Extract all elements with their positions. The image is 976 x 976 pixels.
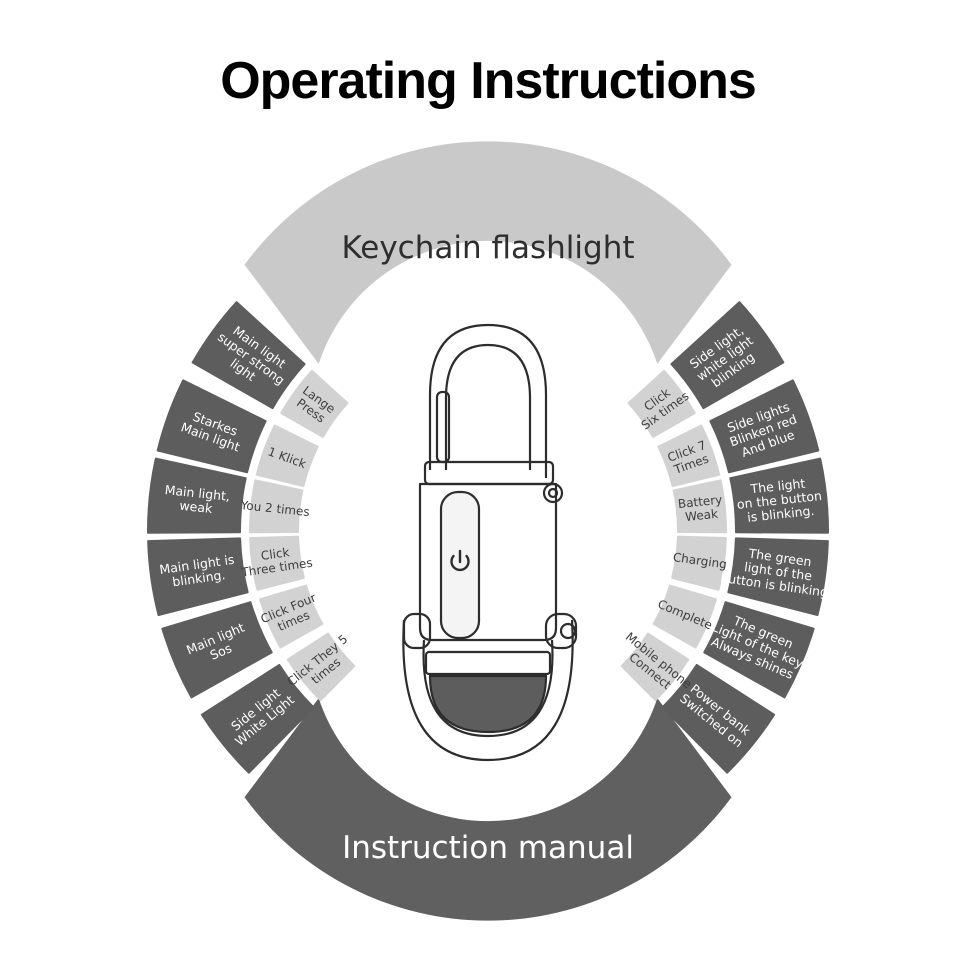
right-action-segment	[620, 632, 690, 702]
left-action-label-line: Click	[260, 545, 290, 563]
left-action-segment	[249, 479, 304, 534]
page-title: Operating Instructions	[220, 52, 756, 110]
left-result-label-line: Main light,	[164, 482, 231, 504]
right-result-segment	[709, 379, 820, 474]
keychain-illustration	[402, 323, 578, 762]
left-result-segment	[147, 537, 249, 616]
left-action-segment	[286, 632, 356, 702]
right-result-label-line: is blinking.	[747, 503, 816, 525]
left-action-segment	[259, 584, 324, 649]
left-action-segment	[255, 424, 319, 488]
right-action-segment	[627, 369, 696, 438]
right-result-label: The lighton the buttonis blinking.	[735, 474, 824, 526]
top-arc-band	[244, 141, 732, 364]
right-result-segment	[727, 537, 829, 616]
bottom-arc-band	[244, 698, 732, 921]
bottom-arc-label: Instruction manual	[342, 830, 634, 866]
right-action-segment	[657, 424, 721, 488]
right-action-label-line: Weak	[684, 507, 718, 524]
right-action-segment	[652, 584, 717, 649]
left-result-segment	[147, 457, 247, 534]
left-result-label-line: blinking.	[171, 567, 226, 589]
left-result-label: Main light,weak	[163, 482, 231, 518]
right-result-segment	[703, 601, 815, 699]
left-result-segment	[161, 601, 273, 699]
left-action-segment	[280, 369, 349, 438]
left-result-label-line: weak	[179, 498, 214, 516]
left-result-segment	[191, 301, 306, 410]
segment-ring: Main lightsuper stronglightLangePressSta…	[147, 301, 833, 774]
right-result-segment	[729, 457, 829, 534]
power-button-icon[interactable]	[450, 549, 470, 572]
right-action-label-line: Battery	[677, 493, 723, 512]
left-action-segment	[249, 535, 305, 591]
right-result-label-line: The light	[749, 476, 806, 497]
right-action-label: BatteryWeak	[677, 493, 724, 525]
right-result-segment	[661, 663, 776, 774]
right-action-segment	[672, 479, 727, 534]
left-result-label: Main light isblinking.	[158, 552, 237, 591]
left-result-segment	[200, 663, 315, 774]
right-result-segment	[670, 301, 785, 410]
right-action-segment	[671, 535, 727, 591]
left-result-segment	[156, 379, 267, 474]
top-arc-label: Keychain flashlight	[341, 230, 634, 266]
